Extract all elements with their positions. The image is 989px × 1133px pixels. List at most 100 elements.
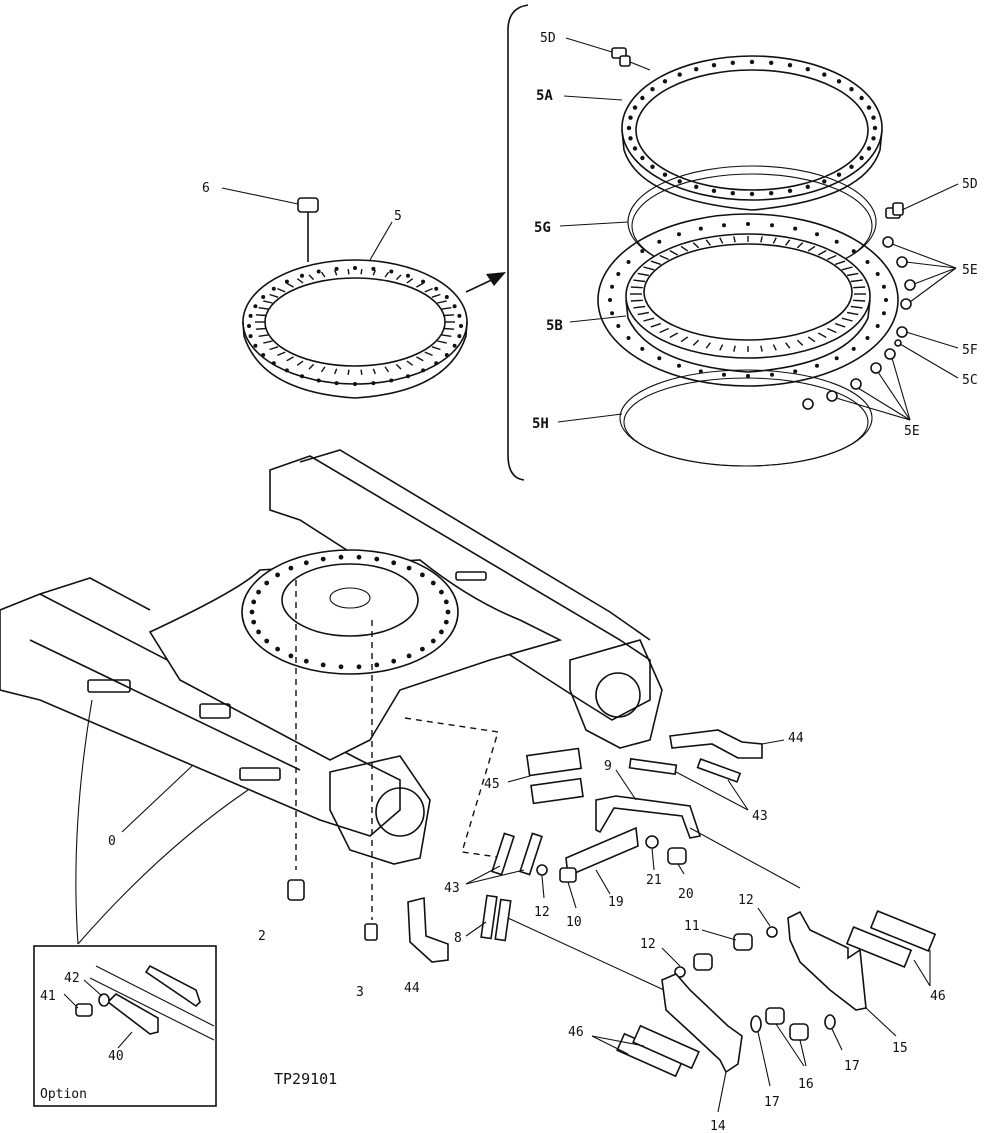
bolt-hole [610,284,615,289]
label-5: 5 [394,209,402,224]
label-45: 45 [484,777,500,792]
bolt-hole [770,223,774,228]
bolt-hole [711,62,717,68]
gear-tooth [424,287,433,293]
label-21: 21 [646,873,662,888]
bolt-hole [334,266,339,271]
bolt-hole [815,363,819,368]
gear-tooth [719,237,724,244]
gear-tooth [834,260,846,266]
gear-tooth [637,311,650,316]
label-6: 6 [202,181,210,196]
bolt-hole [338,664,344,670]
bolt-hole [356,664,362,670]
bolt-hole [420,646,425,652]
bolt-hole [866,146,872,151]
gear-tooth [650,322,662,328]
bolt-hole [256,589,261,595]
gear-tooth [416,282,424,288]
bolt-hole [632,105,638,110]
bolt-hole [356,554,362,560]
gear-tooth [850,279,863,283]
gear-tooth [650,260,662,266]
gear-tooth [395,274,402,281]
bolt-hole [406,273,410,278]
bolt-hole [247,324,251,328]
label-12-c: 12 [640,937,656,952]
gear-tooth [846,272,859,277]
bolt-hole [640,95,645,101]
bolt-hole [859,155,864,161]
bolt-hole [434,286,439,291]
bolt-hole [872,125,878,131]
gear-tooth [796,339,804,346]
bolt-hole [420,572,425,578]
bolt-hole [849,164,854,169]
bolt-hole [300,273,304,278]
bolt-hole [749,191,755,197]
bolt-hole [677,363,681,368]
label-5H: 5H [532,416,549,432]
gear-tooth [296,360,304,366]
bolt-hole [866,105,872,110]
label-8: 8 [454,931,462,946]
bolt-hole [657,239,662,244]
bolt-hole [793,226,798,231]
gear-tooth [760,345,763,352]
bolt-hole [251,619,257,625]
label-17-a: 17 [764,1095,780,1110]
bolt-hole [694,184,699,189]
gear-tooth [630,299,643,302]
bolt-hole [711,188,717,193]
bolt-hole [834,239,839,244]
bolt-hole [881,311,886,316]
bolt-hole [264,580,270,586]
panel-border [507,4,529,481]
bolt-hole [769,60,774,65]
bolt-hole [834,356,839,361]
gear-tooth [269,293,279,298]
bolt-hole [822,72,827,77]
bolt-hole [457,334,462,339]
bolt-hole [249,609,255,615]
gear-tooth [692,339,700,346]
bolt-hole [334,381,339,386]
bolt-hole [391,658,397,664]
bolt-hole [439,629,444,635]
plugs-5E-5F-5C [802,236,916,410]
label-14: 14 [710,1119,726,1133]
label-5D-right: 5D [962,177,978,192]
gear-tooth [705,239,711,246]
bolt-hole [316,269,321,274]
gear-tooth [841,266,853,271]
bolt-hole [320,556,326,562]
gear-tooth [841,317,853,322]
bearing-leader-lines [557,37,959,423]
gear-tooth [772,237,777,244]
label-46-left: 46 [568,1025,584,1040]
option-inset: 42 41 40 Option [33,945,217,1107]
gear-tooth [372,368,376,375]
bolt-hole [610,311,615,316]
label-46-right: 46 [930,989,946,1004]
label-19: 19 [608,895,624,910]
bolt-hole [836,79,842,84]
bolt-hole [443,599,449,605]
label-41: 41 [40,989,56,1004]
gear-tooth [669,249,679,256]
bolt-hole [851,249,856,254]
gear-tooth [807,245,816,252]
label-5D-top: 5D [540,31,556,46]
label-5E-upper: 5E [962,263,978,278]
grease-fitting-5D-right [885,202,904,219]
label-20: 20 [678,887,694,902]
bolt-hole [677,232,681,237]
bearing-exploded-view: 5D 5A 5G 5B 5H 5D 5E 5F 5C 5E [507,4,978,481]
bearing-inner-race-5B [597,213,899,387]
bolt-hole [374,662,380,668]
bolt-hole [443,619,449,625]
label-2: 2 [258,929,266,944]
bolt-hole [770,372,774,377]
gear-tooth [320,366,326,373]
